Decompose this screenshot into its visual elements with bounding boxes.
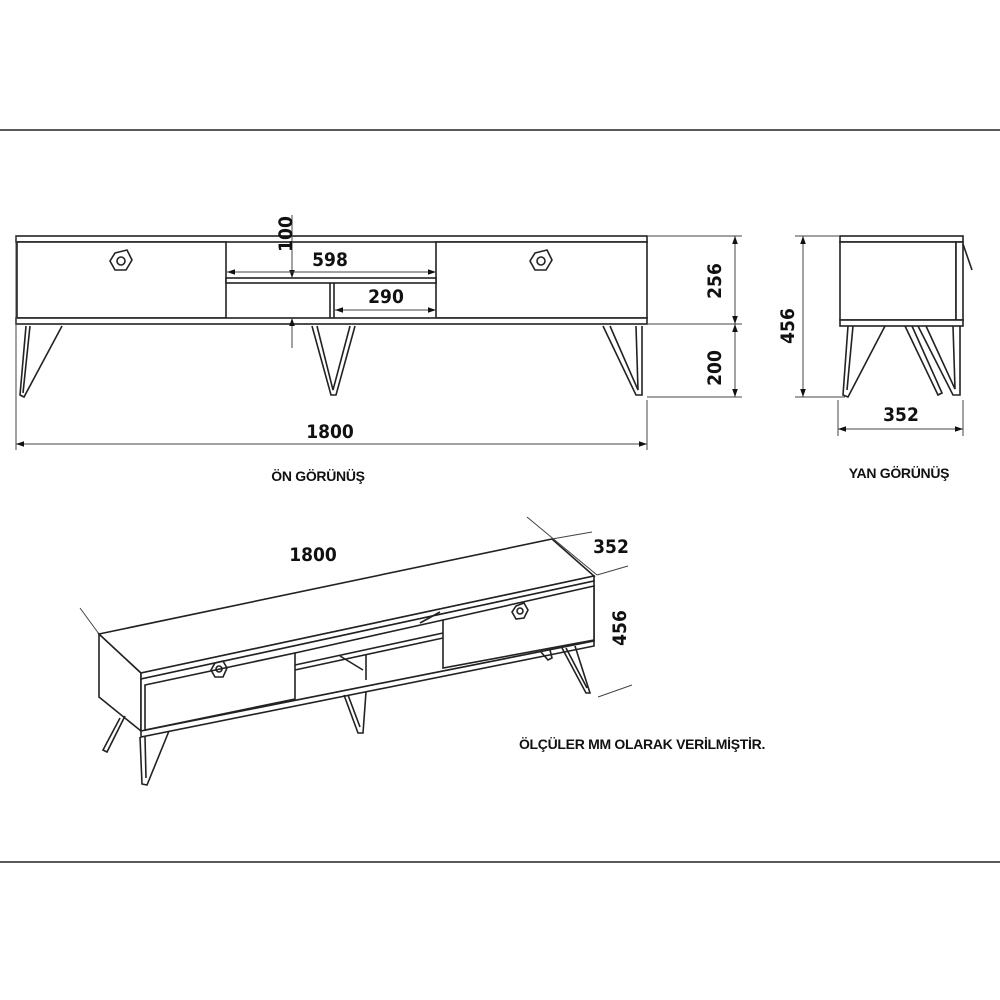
- front-view: 100 598 290 256 200 1800 ÖN GÖRÜNÜŞ: [15, 215, 742, 484]
- dim-total-height: 456: [777, 308, 799, 344]
- front-view-title: ÖN GÖRÜNÜŞ: [271, 468, 364, 484]
- iso-dim-width: 1800: [289, 544, 337, 566]
- handle-icon: [511, 602, 529, 620]
- dim-shelf-width: 598: [312, 249, 348, 271]
- iso-dim-height: 456: [609, 610, 631, 646]
- middle-shelf: [225, 277, 437, 284]
- dim-compartment-width: 290: [368, 286, 404, 308]
- dim-leg-height: 200: [704, 350, 726, 386]
- dim-depth: 352: [883, 404, 919, 426]
- left-leg: [19, 325, 63, 399]
- isometric-view: 1800 352 456: [79, 516, 633, 786]
- dim-total-width: 1800: [306, 421, 354, 443]
- right-leg: [602, 325, 643, 396]
- bottom-board: [15, 317, 648, 325]
- middle-leg: [311, 325, 356, 396]
- top-board: [15, 235, 648, 243]
- handle-icon: [210, 660, 228, 678]
- dim-body-height: 256: [704, 263, 726, 299]
- side-view-title: YAN GÖRÜNÜŞ: [849, 465, 949, 481]
- dim-top-gap: 100: [275, 216, 297, 252]
- units-note: ÖLÇÜLER MM OLARAK VERİLMİŞTİR.: [519, 736, 765, 752]
- iso-dim-depth: 352: [593, 536, 629, 558]
- right-drawer: [435, 241, 648, 319]
- side-handle: [962, 243, 973, 271]
- handle-icon: [529, 249, 553, 271]
- side-view: 456 352 YAN GÖRÜNÜŞ: [777, 235, 973, 481]
- iso-left-drawer: [144, 652, 296, 731]
- left-drawer: [16, 241, 227, 319]
- handle-icon: [109, 249, 133, 271]
- side-body: [839, 241, 957, 321]
- iso-right-drawer: [442, 584, 595, 669]
